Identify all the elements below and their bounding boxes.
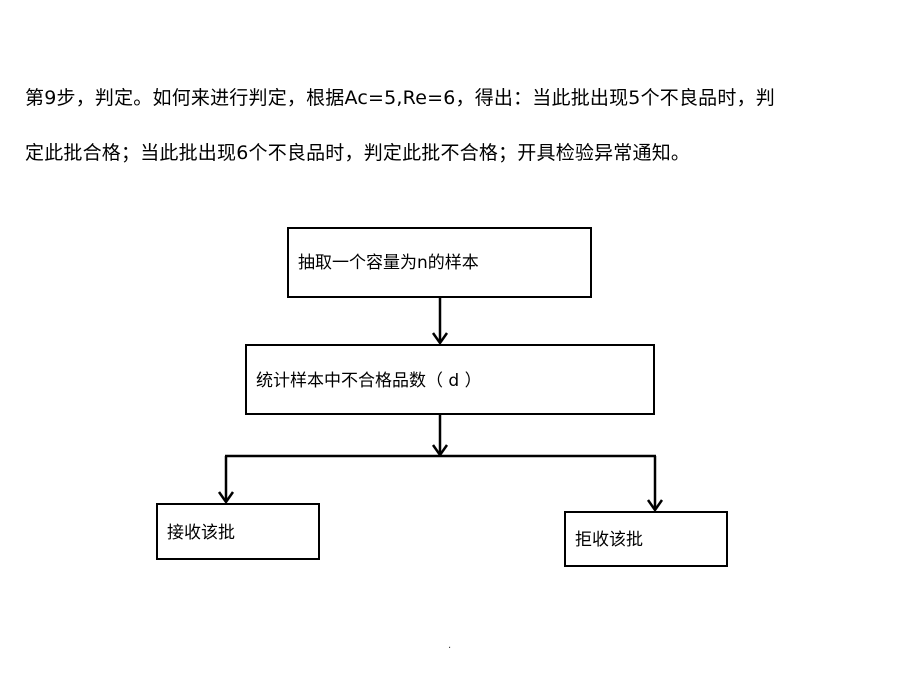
arrowhead-sample-to-count	[431, 332, 449, 346]
instruction-text-line-2: 定此批合格；当此批出现6个不良品时，判定此批不合格；开具检验异常通知。	[25, 142, 691, 164]
reject-lot-label: 拒收该批	[575, 530, 643, 550]
instruction-text-line-1: 第9步，判定。如何来进行判定，根据Ac=5,Re=6，得出：当此批出现5个不良品…	[25, 87, 775, 109]
reject-lot-box	[564, 511, 728, 567]
arrowhead-to-reject	[646, 499, 664, 513]
accept-lot-box	[156, 503, 320, 560]
count-step-label: 统计样本中不合格品数（ d ）	[256, 371, 482, 391]
count-step-box	[245, 344, 655, 415]
accept-lot-label: 接收该批	[167, 523, 235, 543]
sampling-step-label: 抽取一个容量为n的样本	[298, 253, 479, 273]
arrowhead-to-accept	[217, 491, 235, 505]
sampling-step-box	[287, 227, 592, 298]
page-mark: .	[448, 640, 452, 651]
